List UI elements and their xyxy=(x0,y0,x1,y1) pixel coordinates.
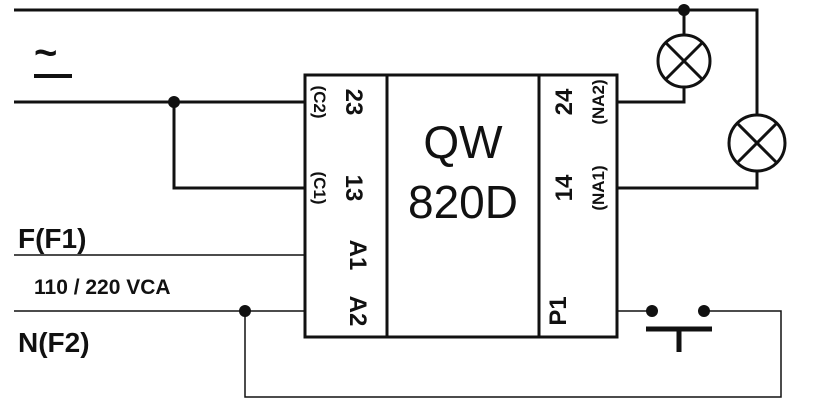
phase-label: F(F1) xyxy=(18,223,86,254)
pushbutton-icon xyxy=(646,305,712,352)
terminal-a1-number: A1 xyxy=(344,240,371,271)
voltage-label: 110 / 220 VCA xyxy=(34,276,171,299)
terminal-14-number: 14 xyxy=(551,174,578,201)
module-model-line2: 820D xyxy=(408,176,518,228)
junctions xyxy=(168,4,690,317)
wire-return-loop xyxy=(244,310,782,398)
ac-symbol-text: ~ xyxy=(34,31,57,75)
terminal-13: 13 (C1) xyxy=(310,171,367,204)
terminal-24-alt: (NA2) xyxy=(589,79,608,124)
terminal-p1-number: P1 xyxy=(545,296,572,325)
junction-dot xyxy=(239,305,251,317)
terminal-14: 14 (NA1) xyxy=(551,165,608,210)
terminal-24: 24 (NA2) xyxy=(551,79,608,124)
lamp-icon xyxy=(656,33,712,89)
junction-dot xyxy=(168,96,180,108)
wires xyxy=(14,8,782,398)
terminal-24-number: 24 xyxy=(551,88,578,115)
terminal-a2: A2 xyxy=(344,296,371,327)
neutral-label: N(F2) xyxy=(18,327,90,358)
terminal-13-alt: (C1) xyxy=(310,171,329,204)
terminal-a1: A1 xyxy=(344,240,371,271)
terminal-23-number: 23 xyxy=(340,89,367,116)
relay-module: QW 820D 23 (C2) 13 (C1) A1 A2 24 (NA2) 1… xyxy=(303,73,619,339)
wire-bridge-13 xyxy=(172,102,305,190)
terminal-13-number: 13 xyxy=(340,175,367,202)
junction-dot xyxy=(678,4,690,16)
wire-14-lamp2 xyxy=(617,170,759,190)
lamp-icon xyxy=(727,113,787,173)
module-model-line1: QW xyxy=(423,116,503,168)
terminal-a2-number: A2 xyxy=(344,296,371,327)
ac-symbol: ~ xyxy=(34,31,72,78)
wire-top-supply xyxy=(14,8,759,115)
terminal-14-alt: (NA1) xyxy=(589,165,608,210)
module-outline xyxy=(303,73,619,339)
terminal-23: 23 (C2) xyxy=(310,85,367,118)
wire-24-lamp1 xyxy=(617,87,686,104)
terminal-p1: P1 xyxy=(545,296,572,325)
terminal-23-alt: (C2) xyxy=(310,85,329,118)
